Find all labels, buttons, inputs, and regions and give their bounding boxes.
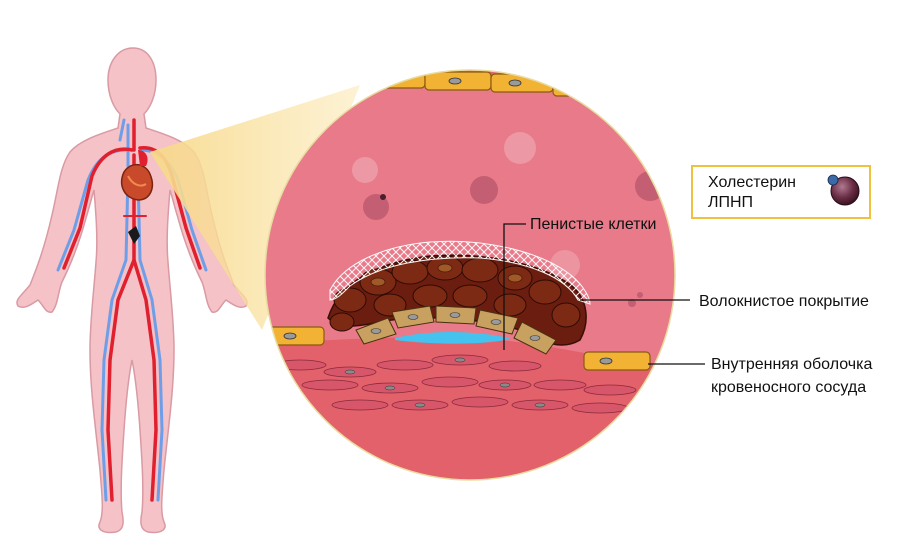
bottom-endothelium	[265, 326, 651, 371]
legend-line-2: ЛПНП	[708, 194, 753, 211]
legend-line-1: Холестерин	[708, 174, 796, 191]
plaque-marker	[128, 226, 140, 244]
muscle-nuclei	[344, 357, 546, 408]
fibrous-cap-mesh	[329, 240, 591, 305]
magnifier-ring	[264, 69, 676, 481]
leader-lines	[503, 223, 705, 365]
fibrous-cap-label: Волокнистое покрытие	[699, 293, 869, 310]
magnified-vessel	[265, 70, 675, 480]
body-silhouette	[16, 47, 248, 534]
foam-cells-leader	[503, 223, 526, 350]
heart-icon	[120, 150, 154, 201]
intima-label-line-1: Внутренняя оболочка	[711, 356, 872, 373]
lipid-core	[395, 332, 510, 344]
ldl-legend: Холестерин ЛПНП	[691, 165, 871, 219]
intima-label-line-2: кровеносного сосуда	[711, 379, 866, 396]
ldl-particle-icon	[830, 176, 860, 206]
plaque	[327, 254, 587, 355]
ldl-particle-dot	[827, 174, 839, 186]
foam-cells-label: Пенистые клетки	[530, 216, 657, 233]
human-figure	[16, 47, 248, 534]
zoom-wedge	[150, 85, 360, 330]
